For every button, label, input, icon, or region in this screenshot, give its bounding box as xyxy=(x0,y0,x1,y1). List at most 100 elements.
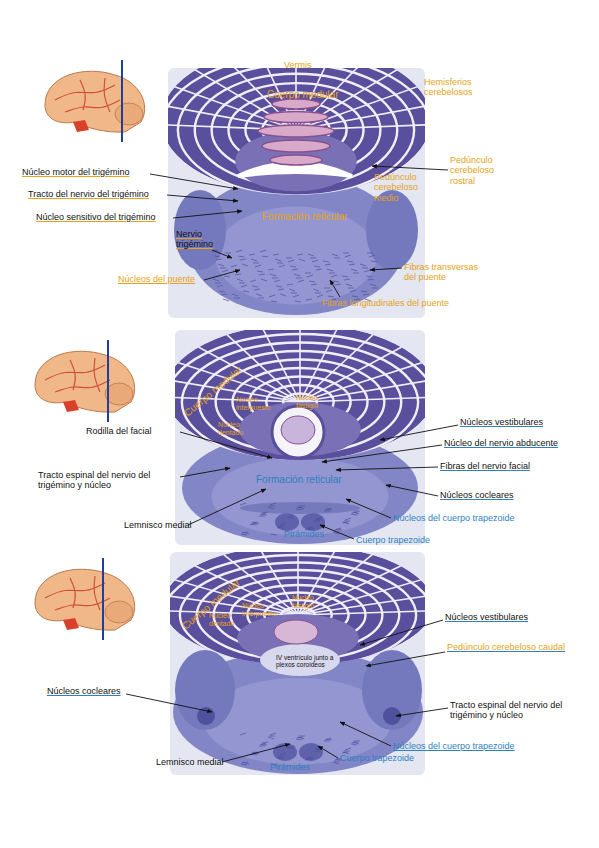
fiber-texture xyxy=(331,275,337,277)
vein-line xyxy=(94,358,100,392)
structure-label: Fibras transversas del puente xyxy=(404,262,480,283)
fiber-texture xyxy=(325,264,331,265)
fiber-texture xyxy=(270,733,276,735)
fiber-texture xyxy=(361,291,367,292)
fiber-texture xyxy=(315,293,321,294)
fiber-texture xyxy=(336,529,342,530)
fiber-texture xyxy=(254,289,260,290)
fiber-texture xyxy=(289,289,295,291)
leader-line xyxy=(173,211,242,218)
fourth-ventricle xyxy=(272,406,324,458)
fiber-texture xyxy=(259,516,265,517)
fiber-texture xyxy=(344,279,350,280)
fiber-texture xyxy=(268,269,274,270)
leader-line xyxy=(188,489,266,525)
fiber-texture xyxy=(271,301,277,302)
structure-label: Tracto espinal del nervio del trigémino … xyxy=(38,470,188,491)
fiber-texture xyxy=(251,259,257,261)
section-line xyxy=(121,60,123,142)
fiber-texture xyxy=(277,263,283,264)
structure-label: Núcleo fastigio xyxy=(292,594,322,610)
fiber-texture xyxy=(277,757,283,758)
fiber-texture xyxy=(253,263,259,264)
fiber-texture xyxy=(367,253,373,254)
leader-line xyxy=(370,268,402,270)
fiber-texture xyxy=(242,762,248,763)
fiber-texture xyxy=(326,290,332,292)
fiber-texture xyxy=(362,268,368,269)
fiber-texture xyxy=(307,757,313,758)
fiber-texture xyxy=(214,256,220,257)
fiber-texture xyxy=(333,762,339,764)
cerebellar-sulcus xyxy=(300,358,425,402)
fiber-texture xyxy=(352,296,358,297)
section-line xyxy=(107,340,109,422)
fiber-texture xyxy=(325,738,331,740)
fiber-texture xyxy=(324,741,330,742)
fiber-texture xyxy=(259,746,265,747)
fiber-texture xyxy=(345,255,351,257)
fiber-texture xyxy=(353,742,359,744)
fiber-texture xyxy=(344,751,350,752)
structure-label: Pirámides xyxy=(284,529,324,539)
fiber-texture xyxy=(256,294,262,296)
fiber-texture xyxy=(277,527,283,528)
structure-label: Pirámides xyxy=(270,762,310,772)
fiber-texture xyxy=(353,273,359,274)
leader-line xyxy=(386,485,438,496)
fiber-texture xyxy=(289,516,295,517)
structure-label: Núcleo sensitivo del trigémino xyxy=(36,212,156,222)
fiber-texture xyxy=(351,514,357,515)
structure-label: Núcleo dentado xyxy=(218,421,254,437)
brain-section xyxy=(138,320,461,545)
cerebellar-sulcus xyxy=(258,552,298,615)
fiber-texture xyxy=(352,742,358,743)
fiber-texture xyxy=(216,259,222,260)
fiber-texture xyxy=(316,749,322,750)
leader-line xyxy=(318,746,338,758)
pyramid-tract xyxy=(275,513,299,531)
fiber-texture xyxy=(370,284,376,286)
fiber-texture xyxy=(288,747,294,749)
fiber-texture xyxy=(278,527,284,529)
vein-line xyxy=(55,598,110,610)
fiber-texture xyxy=(345,748,351,750)
fiber-texture xyxy=(324,288,330,289)
fiber-texture xyxy=(314,751,320,752)
fiber-texture xyxy=(308,757,314,759)
fiber-texture xyxy=(347,261,353,262)
fiber-texture xyxy=(287,517,293,518)
structure-label: Pedúnculo cerebeloso caudal xyxy=(447,642,567,652)
fiber-texture xyxy=(275,259,281,261)
cerebellum-shape xyxy=(105,383,133,405)
fiber-texture xyxy=(297,254,303,255)
vein-line xyxy=(65,100,120,112)
structure-label: Lemnisco medial xyxy=(156,757,224,767)
structure-label: Formación reticular xyxy=(256,474,342,486)
leader-line xyxy=(150,174,238,189)
fiber-texture xyxy=(343,253,349,254)
cerebellar-sulcus xyxy=(299,330,301,402)
fiber-texture xyxy=(345,518,351,520)
structure-label: Cuerpo medular xyxy=(267,89,339,101)
structure-label: IV ventrículo junto a plexos coroideos xyxy=(276,654,352,669)
fiber-texture xyxy=(305,273,311,274)
fiber-texture xyxy=(289,746,295,747)
fiber-texture xyxy=(257,271,263,272)
fiber-texture xyxy=(317,295,323,297)
fiber-texture xyxy=(279,756,285,757)
fiber-texture xyxy=(324,511,330,512)
fiber-texture xyxy=(251,524,257,525)
fiber-texture xyxy=(278,289,284,290)
fiber-texture xyxy=(334,258,340,259)
fiber-texture xyxy=(342,276,348,277)
vein-line xyxy=(55,380,110,392)
structure-label: Fibras del nervio facial xyxy=(440,461,530,471)
structure-label: Núcleos vestibulares xyxy=(460,417,543,427)
fiber-texture xyxy=(262,742,268,743)
fiber-texture xyxy=(314,266,320,267)
fiber-texture xyxy=(310,258,316,259)
fiber-texture xyxy=(279,265,285,267)
structure-label: Núcleo motor del trigémino xyxy=(22,167,130,177)
